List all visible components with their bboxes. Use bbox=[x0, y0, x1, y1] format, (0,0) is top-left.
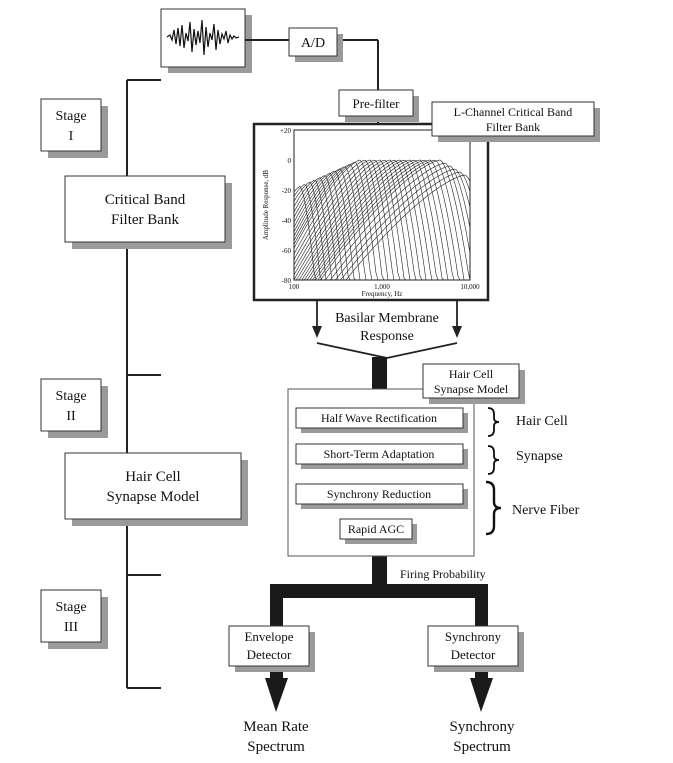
hair-cell-line2: Synapse Model bbox=[107, 489, 200, 505]
stage-1-label: Stage bbox=[55, 109, 86, 124]
envelope-line1: Envelope bbox=[244, 629, 293, 644]
lchannel-line1: L-Channel Critical Band bbox=[454, 105, 573, 119]
stage-3-label: Stage bbox=[55, 600, 86, 615]
main-flow-path bbox=[265, 357, 493, 712]
step-short-term-adaptation: Short-Term Adaptation bbox=[295, 443, 468, 469]
ytick-label: -40 bbox=[282, 217, 292, 225]
stage-3-number: III bbox=[64, 620, 78, 635]
ad-converter-box: A/D bbox=[288, 27, 343, 62]
synapse-model-title-box: Hair Cell Synapse Model bbox=[422, 363, 525, 404]
synchrony-spectrum-line1: Synchrony bbox=[450, 719, 515, 735]
filter-curve bbox=[294, 159, 470, 281]
stage-2-number: II bbox=[66, 409, 76, 424]
ytick-label: -20 bbox=[282, 187, 292, 195]
synapse-title-line2: Synapse Model bbox=[434, 382, 509, 396]
ytick-label: 0 bbox=[288, 157, 292, 165]
filter-response-curves bbox=[293, 159, 471, 281]
xtick-label: 10,000 bbox=[460, 283, 480, 291]
synchrony-detector-box: Synchrony Detector bbox=[427, 625, 524, 672]
waveform-signal-icon bbox=[166, 19, 240, 56]
stage-1-number: I bbox=[69, 129, 74, 144]
ytick-label: -80 bbox=[282, 277, 292, 285]
basilar-line2: Response bbox=[360, 329, 414, 344]
xtick-label: 1,000 bbox=[374, 283, 390, 291]
bracket-synapse-icon bbox=[487, 445, 500, 475]
basilar-line1: Basilar Membrane bbox=[335, 311, 439, 326]
filter-plot-ylabel: Amplitude Response, dB bbox=[262, 170, 270, 241]
filter-plot-yticks: +20 0 -20 -40 -60 -80 bbox=[280, 127, 291, 285]
step-half-wave-rectification: Half Wave Rectification bbox=[295, 407, 468, 433]
step-label: Short-Term Adaptation bbox=[324, 447, 435, 461]
stage-1-box: Stage I bbox=[40, 98, 108, 158]
filter-curve bbox=[294, 159, 471, 281]
filter-curve bbox=[294, 159, 470, 281]
step-label: Rapid AGC bbox=[348, 522, 404, 536]
firing-probability-label: Firing Probability bbox=[400, 567, 486, 581]
ytick-label: +20 bbox=[280, 127, 291, 135]
critical-band-block: Critical Band Filter Bank bbox=[64, 175, 232, 249]
filter-curve bbox=[294, 159, 470, 281]
envelope-line2: Detector bbox=[247, 647, 292, 662]
step-synchrony-reduction: Synchrony Reduction bbox=[295, 483, 468, 509]
ad-label: A/D bbox=[301, 36, 325, 51]
xtick-label: 100 bbox=[289, 283, 300, 291]
mean-rate-line2: Spectrum bbox=[247, 739, 305, 755]
synchrony-detector-line1: Synchrony bbox=[445, 629, 502, 644]
filter-plot-xticks: 100 1,000 10,000 bbox=[289, 283, 480, 291]
hair-cell-block: Hair Cell Synapse Model bbox=[64, 452, 248, 526]
waveform-input bbox=[160, 8, 252, 73]
hair-cell-line1: Hair Cell bbox=[125, 469, 180, 485]
lchannel-box: L-Channel Critical Band Filter Bank bbox=[431, 101, 600, 142]
step-rapid-agc: Rapid AGC bbox=[339, 518, 417, 544]
bracket-label-hair-cell: Hair Cell bbox=[516, 414, 568, 429]
bracket-label-synapse: Synapse bbox=[516, 449, 563, 464]
mean-rate-line1: Mean Rate bbox=[243, 719, 309, 735]
stage-3-box: Stage III bbox=[40, 589, 108, 649]
synapse-title-line1: Hair Cell bbox=[449, 367, 494, 381]
step-label: Half Wave Rectification bbox=[321, 411, 437, 425]
prefilter-box: Pre-filter bbox=[338, 89, 419, 122]
prefilter-label: Pre-filter bbox=[353, 96, 401, 111]
stage-2-box: Stage II bbox=[40, 378, 108, 438]
filter-curve bbox=[294, 159, 470, 281]
bracket-label-nerve-fiber: Nerve Fiber bbox=[512, 503, 580, 518]
stage-2-label: Stage bbox=[55, 389, 86, 404]
critical-band-line2: Filter Bank bbox=[111, 212, 179, 228]
critical-band-line1: Critical Band bbox=[105, 192, 186, 208]
synchrony-detector-line2: Detector bbox=[451, 647, 496, 662]
filter-curve bbox=[294, 174, 471, 281]
filter-curve bbox=[294, 159, 470, 281]
envelope-detector-box: Envelope Detector bbox=[228, 625, 315, 672]
filter-plot-xlabel: Frequency, Hz bbox=[362, 290, 403, 298]
bracket-hair-cell-icon bbox=[487, 407, 500, 437]
bracket-nerve-fiber-icon bbox=[485, 480, 502, 536]
synchrony-spectrum-line2: Spectrum bbox=[453, 739, 511, 755]
lchannel-line2: Filter Bank bbox=[486, 120, 540, 134]
ytick-label: -60 bbox=[282, 247, 292, 255]
basilar-arrowheads bbox=[312, 326, 462, 338]
stage-timeline bbox=[126, 79, 161, 689]
step-label: Synchrony Reduction bbox=[327, 487, 431, 501]
